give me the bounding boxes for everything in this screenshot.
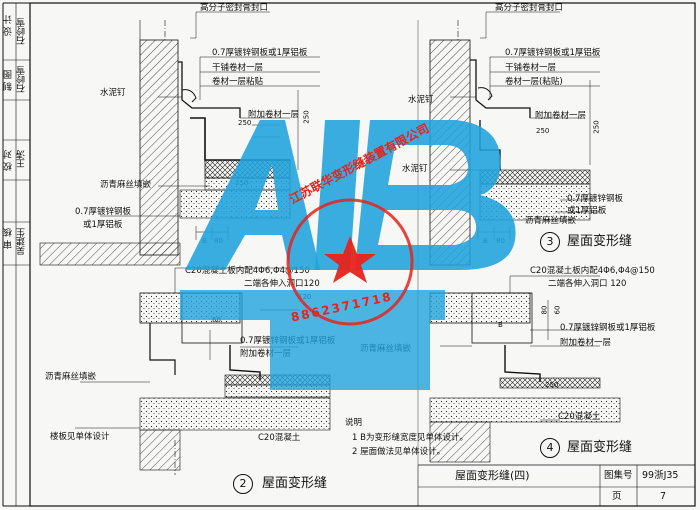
strip-cell-check: 校 对 — [4, 150, 14, 171]
label-c20-slab-ends: 二端各伸入洞口120 — [244, 279, 320, 289]
dim-b-4: B — [498, 321, 503, 329]
label-nail-3: 水泥钉 — [408, 95, 434, 105]
dim-250c: 250 — [235, 179, 249, 187]
dim-b: B — [202, 237, 207, 245]
dim-80-4: 80 — [540, 305, 549, 315]
label-extra-coil: 附加卷材一层 — [248, 110, 300, 120]
strip-cell-design: 设 计 — [4, 15, 14, 36]
label-plate3: 0.7厚镀锌钢板或1厚铝板 — [240, 336, 336, 346]
page-label: 页 — [612, 491, 622, 502]
detail-title-4: 屋面变形缝 — [567, 440, 633, 455]
label-asphalt2: 沥青麻丝填嵌 — [45, 372, 97, 382]
label-slab: 楼板见单体设计 — [50, 432, 110, 442]
label-c20-slab: C20混凝土板内配4Φ6,Φ4@150 — [185, 266, 310, 276]
label-extra-coil-4: 附加卷材一层 — [560, 338, 612, 348]
label-plate2b-3: 或1厚铝板 — [567, 206, 607, 216]
dim-250b-3: 250 — [536, 127, 550, 135]
detail-number-3: 3 — [540, 232, 560, 252]
label-sealant: 高分子密封膏封口 — [200, 3, 269, 13]
strip-cell-drafter: 石岭雪 — [17, 66, 27, 93]
dim-60: 60 — [212, 316, 221, 324]
label-nail: 水泥钉 — [100, 88, 126, 98]
detail-number-2: 2 — [233, 474, 253, 494]
strip-cell-reviewer: 吴建生 — [17, 228, 27, 255]
dim-250-4: 250 — [545, 381, 559, 389]
label-c20b-4: 二端各伸入洞口 120 — [548, 279, 627, 289]
label-c20conc-4: C20混凝土 — [558, 412, 601, 422]
dim-80: 80 — [214, 237, 223, 245]
label-sealant-3: 高分子密封膏封口 — [495, 3, 564, 13]
label-coil-3: 卷材一层(粘贴) — [505, 77, 563, 87]
strip-cell-designer: 石岭雪 — [17, 18, 27, 45]
detail-title-3: 屋面变形缝 — [567, 234, 633, 249]
detail-number-4: 4 — [540, 438, 560, 458]
label-c20-concrete: C20混凝土 — [258, 433, 301, 443]
dim-250a: 250 — [238, 119, 252, 127]
strip-cell-checker: 王涛 — [17, 150, 27, 168]
label-asphalt: 沥青麻丝填嵌 — [100, 180, 152, 190]
label-plate2a: 0.7厚镀锌钢板 — [75, 207, 132, 217]
label-plate-4: 0.7厚镀锌钢板或1厚铝板 — [560, 323, 656, 333]
label-felt: 干铺卷材一层 — [212, 63, 264, 73]
label-coil: 卷材一层粘贴 — [212, 77, 264, 87]
dim-120: 120 — [298, 293, 312, 301]
page-value: 7 — [660, 491, 667, 502]
notes-heading: 说明 — [345, 418, 363, 428]
dim-80-3: 80 — [496, 237, 505, 245]
label-asphalt-4: 沥青麻丝填嵌 — [360, 344, 412, 354]
dim-b-3: B — [483, 237, 488, 245]
label-plate: 0.7厚镀锌钢板或1厚铝板 — [212, 48, 308, 58]
note-1: 1 B为变形缝宽度见单体设计。 — [352, 433, 468, 443]
label-plate2b: 或1厚铝板 — [83, 220, 123, 230]
label-c20-4: C20混凝土板内配4Φ6,Φ4@150 — [530, 266, 655, 276]
label-extra-coil2: 附加卷材一层 — [240, 349, 292, 359]
dim-250-3: 250 — [592, 120, 601, 134]
label-felt-3: 干铺卷材一层 — [505, 63, 557, 73]
dim-60-4: 60 — [553, 305, 562, 315]
label-asphalt-3: 沥青麻丝填嵌 — [525, 216, 577, 226]
title-block-title: 屋面变形缝(四) — [455, 469, 530, 482]
label-nail2-3: 水泥钉 — [402, 164, 428, 174]
label-plate-3: 0.7厚镀锌钢板或1厚铝板 — [505, 48, 601, 58]
detail-title-2: 屋面变形缝 — [262, 476, 328, 491]
atlas-label: 图集号 — [604, 470, 633, 481]
label-plate2-3: 0.7厚镀锌钢板 — [567, 194, 624, 204]
dim-250b: 250 — [302, 110, 311, 124]
atlas-value: 99浙J35 — [642, 470, 679, 481]
strip-cell-drawing: 制 图 — [4, 70, 14, 91]
strip-cell-review: 审 核 — [4, 228, 14, 249]
label-extra-coil-3: 附加卷材一层 — [535, 111, 587, 121]
note-2: 2 屋面做法见单体设计。 — [352, 447, 446, 457]
